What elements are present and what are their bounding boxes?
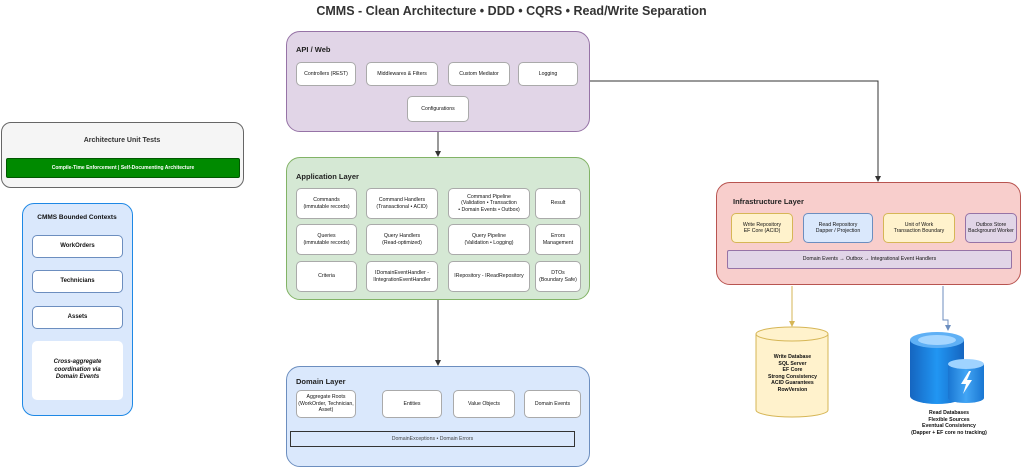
repository-interfaces-box: IRepository - IReadRepository: [448, 261, 530, 292]
commands-box: Commands(immutable records): [296, 188, 357, 219]
api-web-title: API / Web: [296, 45, 331, 54]
context-workorders: WorkOrders: [32, 235, 123, 258]
bounded-contexts-title: CMMS Bounded Contexts: [37, 214, 117, 221]
domain-exceptions-bar: DomainExceptions • Domain Errors: [290, 431, 575, 447]
read-databases-label: Read Databases Flexible Sources Eventual…: [911, 410, 987, 436]
read-databases-icon: [910, 332, 984, 404]
result-box: Result: [535, 188, 581, 219]
domain-title: Domain Layer: [296, 377, 346, 386]
edge-api-to-infra: [590, 80, 881, 182]
event-flow-bar: Domain Events → Outbox → Integrational E…: [727, 250, 1012, 269]
context-technicians: Technicians: [32, 270, 123, 293]
value-objects-box: Value Objects: [453, 390, 515, 418]
write-database-label: Write Database SQL Server EF Core Strong…: [767, 354, 817, 393]
queries-box: Queries(immutable records): [296, 224, 357, 255]
write-database-cylinder: [755, 326, 829, 418]
logging-box: Logging: [518, 62, 578, 86]
query-pipeline-box: Query Pipeline(Validation • Logging): [448, 224, 530, 255]
criteria-box: Criteria: [296, 261, 357, 292]
architecture-tests-panel: Architecture Unit Tests: [1, 122, 244, 188]
middlewares-box: Middlewares & Filters: [366, 62, 438, 86]
context-assets: Assets: [32, 306, 123, 329]
event-handler-interfaces-box: IDomainEventHandler -IIntegrationEventHa…: [366, 261, 438, 292]
infrastructure-title: Infrastructure Layer: [733, 197, 804, 206]
domain-events-box: Domain Events: [524, 390, 581, 418]
diagram-title: CMMS - Clean Architecture • DDD • CQRS •…: [316, 4, 707, 18]
application-title: Application Layer: [296, 172, 359, 181]
controllers-box: Controllers (REST): [296, 62, 356, 86]
custom-mediator-box: Custom Mediator: [448, 62, 510, 86]
edge-infra-to-read-db: [942, 286, 951, 331]
enforcement-bar: Compile-Time Enforcement | Self-Document…: [6, 158, 240, 178]
command-pipeline-box: Command Pipeline(Validation • Transactio…: [448, 188, 530, 219]
query-handlers-box: Query Handlers(Read-optimized): [366, 224, 438, 255]
command-handlers-box: Command Handlers(Transactional • ACID): [366, 188, 438, 219]
dtos-box: DTOs(Boundary Safe): [535, 261, 581, 292]
configurations-box: Configurations: [407, 96, 469, 122]
aggregate-roots-box: Aggregate Roots(WorkOrder, Technician,As…: [296, 390, 356, 418]
entities-box: Entities: [382, 390, 442, 418]
architecture-tests-title: Architecture Unit Tests: [83, 137, 161, 144]
